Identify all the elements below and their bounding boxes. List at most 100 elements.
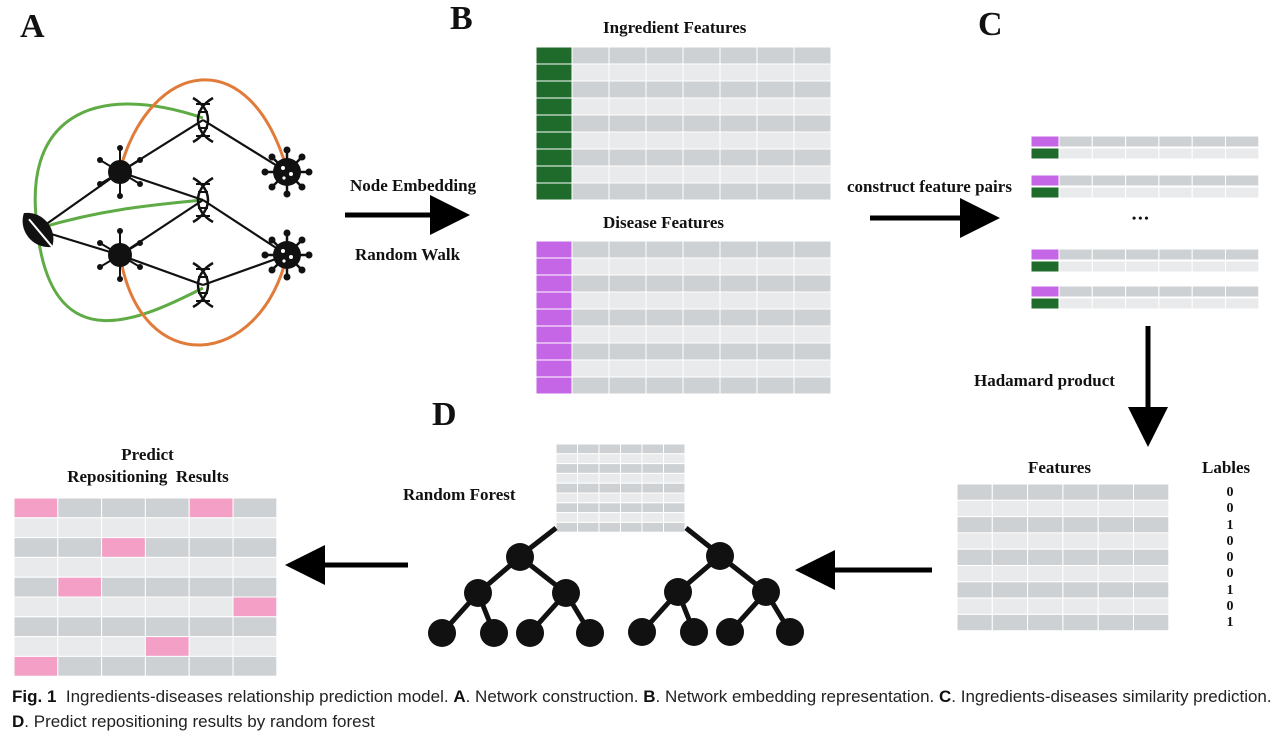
panel-letter-c: C	[978, 6, 1003, 43]
matrix-cell	[608, 148, 647, 167]
pair-cell	[1091, 285, 1127, 298]
caption-fig-number: Fig. 1	[12, 687, 57, 706]
matrix-cell	[645, 63, 684, 82]
matrix-cell	[608, 291, 647, 310]
matrix-cell	[571, 325, 610, 344]
tree-node	[776, 618, 804, 646]
matrix-cell	[991, 565, 1029, 583]
disease-features-title: Disease Features	[603, 213, 725, 232]
matrix-cell	[991, 516, 1029, 534]
features-title: Features	[1028, 458, 1091, 477]
matrix-cell	[232, 537, 278, 558]
matrix-cell	[956, 499, 993, 518]
pair-cell	[1225, 135, 1260, 148]
matrix-cell	[232, 556, 278, 578]
matrix-cell	[956, 532, 993, 550]
matrix-cell	[1062, 499, 1099, 518]
matrix-cell	[57, 616, 103, 638]
label-value: 0	[1226, 501, 1234, 517]
matrix-cell	[57, 655, 103, 677]
matrix-cell	[719, 148, 758, 167]
matrix-cell	[188, 576, 234, 598]
matrix-cell	[1027, 548, 1064, 567]
pair-cell	[1225, 260, 1260, 273]
matrix-cell	[232, 616, 278, 638]
matrix-cell	[663, 521, 686, 533]
pair-cell	[1191, 297, 1226, 310]
edge-orange-virus2-virus1	[118, 254, 289, 347]
matrix-cell	[598, 502, 621, 514]
matrix-cell	[1097, 483, 1134, 501]
pair-cell	[1058, 135, 1093, 148]
matrix-cell	[682, 63, 721, 82]
panel-letter-a: A	[20, 8, 45, 45]
pair-cell	[1125, 147, 1160, 160]
pair-cell	[1125, 186, 1160, 199]
matrix-cell	[555, 521, 578, 533]
node-embedding-label: Node Embedding	[350, 176, 477, 195]
virus-icon	[261, 146, 313, 198]
matrix-cell	[645, 165, 684, 184]
matrix-cell	[793, 80, 832, 99]
label-value: 0	[1226, 599, 1234, 615]
lables-title: Lables	[1202, 458, 1251, 477]
matrix-cell	[598, 453, 621, 465]
matrix-key-cell	[535, 80, 573, 99]
matrix-cell	[645, 342, 684, 361]
matrix-cell	[719, 114, 758, 133]
matrix-cell	[682, 291, 721, 310]
molecule-icon	[97, 145, 143, 199]
matrix-cell	[555, 502, 578, 514]
caption-text-d: . Predict repositioning results by rando…	[24, 712, 375, 731]
matrix-cell	[232, 655, 278, 677]
matrix-cell	[1097, 581, 1134, 599]
matrix-cell	[956, 565, 993, 583]
predicted-cell	[57, 576, 103, 598]
matrix-cell	[188, 517, 234, 539]
tree-node	[752, 578, 780, 606]
matrix-cell	[577, 453, 600, 465]
matrix-cell	[682, 165, 721, 184]
matrix-cell	[956, 548, 993, 567]
matrix-cell	[232, 497, 278, 519]
matrix-cell	[608, 97, 647, 116]
decision-trees	[428, 526, 804, 647]
tree-node	[706, 542, 734, 570]
matrix-cell	[57, 537, 103, 558]
pair-cell	[1191, 147, 1226, 160]
pair-cell	[1191, 186, 1226, 199]
matrix-cell	[641, 492, 664, 504]
pair-key-cell	[1030, 260, 1060, 273]
pair-cell	[1225, 186, 1260, 199]
label-value: 1	[1226, 582, 1234, 598]
disease-feature-matrix	[535, 240, 832, 395]
matrix-cell	[608, 240, 647, 259]
pair-cell	[1091, 174, 1127, 187]
matrix-cell	[144, 517, 190, 539]
label-value: 1	[1226, 615, 1234, 631]
matrix-cell	[1027, 483, 1064, 501]
molecule-icon	[97, 228, 143, 282]
matrix-cell	[756, 274, 795, 293]
matrix-cell	[641, 463, 664, 474]
matrix-cell	[793, 376, 832, 395]
pair-key-cell	[1030, 174, 1060, 187]
matrix-cell	[571, 342, 610, 361]
caption-text-b: . Network embedding representation.	[655, 687, 935, 706]
matrix-cell	[57, 596, 103, 618]
matrix-cell	[641, 482, 664, 494]
pair-cell	[1058, 147, 1093, 160]
matrix-cell	[756, 131, 795, 150]
matrix-cell	[793, 182, 832, 201]
matrix-cell	[188, 636, 234, 657]
matrix-key-cell	[535, 308, 573, 327]
matrix-cell	[555, 492, 578, 504]
pair-cell	[1158, 285, 1193, 298]
matrix-cell	[682, 131, 721, 150]
pair-cell	[1091, 135, 1127, 148]
matrix-cell	[13, 576, 59, 598]
matrix-key-cell	[535, 240, 573, 259]
matrix-key-cell	[535, 165, 573, 184]
hadamard-feature-matrix	[956, 483, 1170, 632]
matrix-cell	[793, 274, 832, 293]
